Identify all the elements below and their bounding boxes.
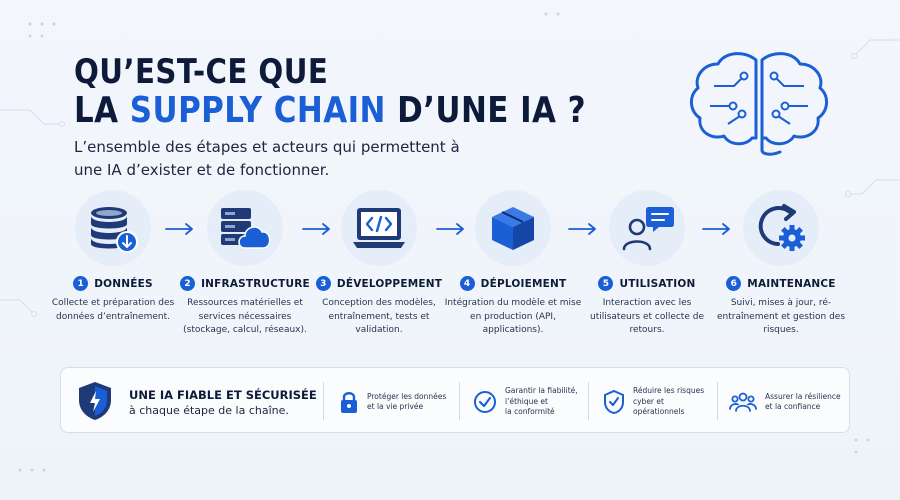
step-number: 1 [73, 276, 89, 291]
step-icon-circle [75, 190, 151, 266]
brain-circuit-icon [690, 52, 828, 156]
step-heading: 2 INFRASTRUCTURE [175, 276, 315, 291]
page-title-line2: LA SUPPLY CHAIN D’UNE IA ? [74, 90, 586, 131]
step-icon-circle [609, 190, 685, 266]
code-laptop-icon [353, 208, 405, 248]
padlock-icon [341, 392, 357, 413]
arrow-right-icon [568, 223, 596, 235]
panel-divider [588, 382, 589, 420]
refresh-gear-icon [758, 204, 805, 251]
step-description: Ressources matérielles et services néces… [183, 298, 307, 335]
step-number: 4 [459, 276, 475, 291]
step-title: DÉVELOPPEMENT [336, 277, 443, 290]
step-heading: 3 DÉVELOPPEMENT [309, 276, 449, 291]
step-icon-circle [341, 190, 417, 266]
arrow-right-icon [302, 223, 330, 235]
arrow-right-icon [702, 223, 730, 235]
step-icon-circle [475, 190, 551, 266]
arrow-right-icon [436, 223, 464, 235]
step-heading: 6 MAINTENANCE [711, 276, 851, 291]
step-number: 5 [598, 276, 614, 291]
shield-lightning-icon [79, 382, 111, 420]
feature-text: Réduire les risques cyber et opérationne… [633, 386, 705, 417]
step-description: Intégration du modèle et mise en product… [444, 298, 582, 335]
feature-text: Garantir la fiabilité, l’éthique et la c… [505, 386, 578, 417]
step-title: UTILISATION [619, 277, 696, 290]
trust-panel: UNE IA FIABLE ET SÉCURISÉE à chaque étap… [60, 367, 850, 433]
feature-risk-reduction: Réduire les risques cyber et opérationne… [603, 382, 704, 422]
step-number: 6 [726, 276, 742, 291]
title-part1: LA [74, 90, 130, 131]
panel-divider [323, 382, 324, 420]
step-number: 2 [180, 276, 196, 291]
server-cloud-icon [221, 208, 271, 249]
step-number: 3 [315, 276, 331, 291]
page-title-line1: QU’EST-CE QUE [74, 52, 329, 92]
step-description: Interaction avec les utilisateurs et col… [589, 298, 704, 335]
step-heading: 5 UTILISATION [577, 276, 717, 291]
step-description: Suivi, mises à jour, ré-entraînement et … [716, 298, 846, 335]
page-subtitle: L’ensemble des étapes et acteurs qui per… [74, 138, 460, 179]
check-circle-icon [474, 391, 496, 413]
step-icon-circle [207, 190, 283, 266]
feature-text: Protéger les données et la vie privée [367, 391, 447, 412]
panel-divider [717, 382, 718, 420]
database-download-icon [91, 207, 138, 253]
feature-resilience: Assurer la résilience et la confiance [729, 382, 841, 422]
panel-subtitle: à chaque étape de la chaîne. [129, 404, 289, 417]
step-icon-circle [743, 190, 819, 266]
step-description: Collecte et préparation des données d’en… [51, 298, 175, 322]
step-description: Conception des modèles, entraînement, te… [322, 298, 436, 335]
feature-reliability: Garantir la fiabilité, l’éthique et la c… [473, 382, 578, 422]
step-heading: 1 DONNÉES [43, 276, 183, 291]
panel-title: UNE IA FIABLE ET SÉCURISÉE [129, 388, 317, 402]
step-title: DONNÉES [94, 277, 153, 290]
users-group-icon [729, 392, 757, 412]
step-title: DÉPLOIEMENT [480, 277, 567, 290]
feature-text: Assurer la résilience et la confiance [765, 391, 841, 412]
title-part2: D’UNE IA ? [385, 90, 587, 131]
shield-check-icon [604, 389, 624, 415]
step-title: MAINTENANCE [747, 277, 836, 290]
panel-divider [459, 382, 460, 420]
step-heading: 4 DÉPLOIEMENT [443, 276, 583, 291]
user-chat-icon [622, 207, 674, 251]
step-title: INFRASTRUCTURE [201, 277, 310, 290]
arrow-right-icon [165, 223, 193, 235]
feature-data-privacy: Protéger les données et la vie privée [339, 382, 446, 422]
package-box-icon [492, 207, 534, 250]
title-accent: SUPPLY CHAIN [129, 90, 386, 131]
